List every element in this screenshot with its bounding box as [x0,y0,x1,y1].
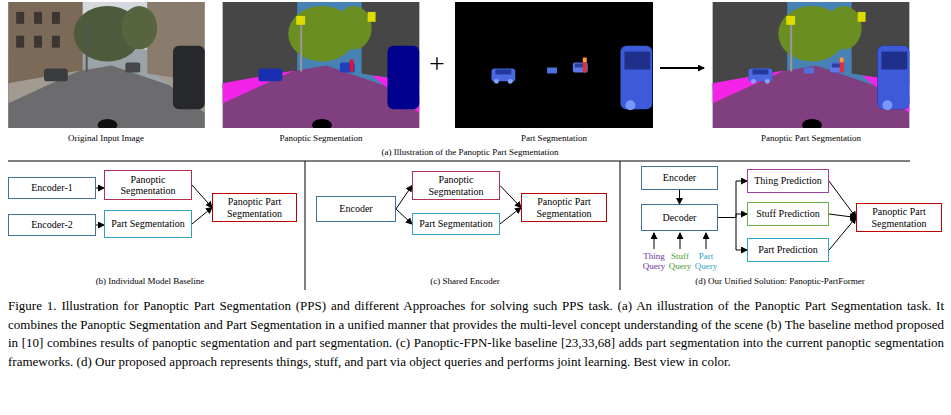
figure-caption: Figure 1. Illustration for Panoptic Part… [8,297,944,371]
part-box: Part Segmentation [412,213,500,235]
box-text: Encoder [339,203,372,215]
encoder-box: Encoder-1 [8,177,96,199]
connector [718,218,747,251]
box-text: Encoder-2 [31,219,72,231]
box-text: Part Segmentation [419,218,493,230]
encoder-box: Encoder [641,166,718,190]
decoder-box: Decoder [641,204,718,231]
panel-label: (c) Shared Encoder [320,276,610,286]
image-caption: Original Input Image [8,133,204,143]
connector [718,181,747,218]
panel-label: (b) Individual Model Baseline [5,276,295,286]
output-box: Panoptic Part Segmentation [212,193,297,222]
input-photo [8,2,204,131]
query-arrow [654,233,655,249]
query-arrow [706,233,707,249]
divider-line [305,161,306,290]
connector [96,188,104,189]
output-box: Panoptic Part Segmentation [856,203,942,232]
connector [718,214,747,218]
encoder-box: Encoder [316,196,396,222]
stuff-box: Stuff Prediction [747,202,829,226]
pps-parts [748,46,909,110]
image-caption: Panoptic Segmentation [223,133,419,143]
box-text: Thing Prediction [754,175,822,187]
divider-line [620,161,621,290]
box-text: Stuff Prediction [756,208,819,220]
connector [396,209,412,224]
connector [500,208,521,225]
query-label: Thing Query [640,251,668,272]
connector [679,190,680,204]
divider-line [8,161,910,162]
part-box: Part Segmentation [104,210,192,238]
panoptic-box: Panoptic Segmentation [104,170,192,200]
panoptic-box: Panoptic Segmentation [412,171,500,200]
image-caption: Part Segmentation [456,133,652,143]
thing-box: Thing Prediction [747,169,829,193]
query-label: Part Query [692,251,720,272]
image-caption: Panoptic Part Segmentation [713,133,909,143]
query-arrow [680,233,681,249]
part-map-ground [455,2,653,128]
connector [500,186,521,208]
pps-map [713,2,909,131]
part-pred-box: Part Prediction [747,238,829,262]
connector [192,185,212,208]
panel-label: (a) Illustration of the Panoptic Part Se… [260,147,680,157]
plus-sign: + [422,48,452,80]
box-text: Panoptic Segmentation [416,174,496,197]
connector [829,218,856,251]
connector [96,225,104,226]
connector [192,208,212,225]
box-text: Part Segmentation [111,218,185,230]
connector [829,181,856,218]
box-text: Panoptic Part Segmentation [860,206,938,229]
panel-label: (d) Our Unified Solution: Panoptic-PartF… [630,276,930,286]
result-arrow [660,67,704,69]
box-text: Panoptic Part Segmentation [525,196,603,219]
box-text: Encoder [663,172,696,184]
box-text: Encoder-1 [31,182,72,194]
box-text: Panoptic Part Segmentation [216,196,293,219]
part-map [491,46,652,110]
query-label: Stuff Query [666,251,694,272]
connector [829,214,856,218]
connector [396,186,412,210]
box-text: Decoder [663,212,697,224]
output-box: Panoptic Part Segmentation [521,193,607,222]
box-text: Panoptic Segmentation [108,174,188,197]
panoptic-map [223,2,419,131]
box-text: Part Prediction [758,244,818,256]
encoder-box: Encoder-2 [8,214,96,236]
